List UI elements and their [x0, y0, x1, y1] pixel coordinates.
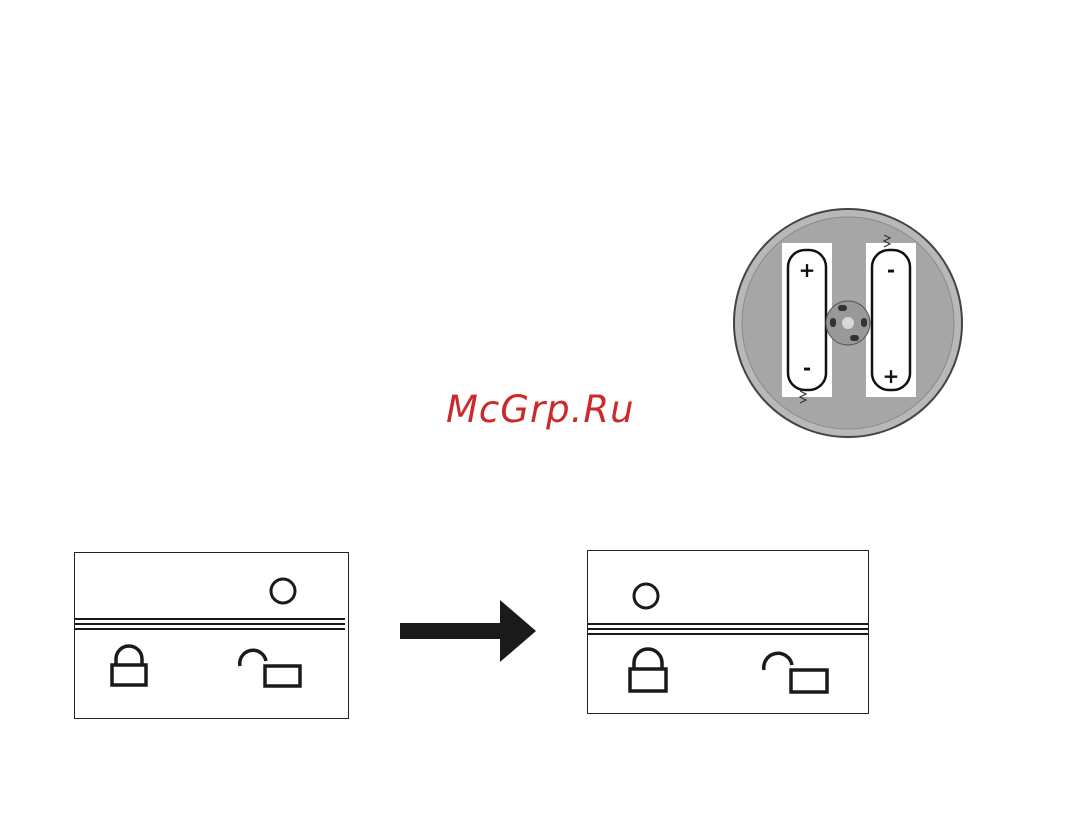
battery-compartment-illustration: + - - + [730, 205, 966, 441]
battery-compartment: + - - + [730, 205, 966, 445]
lock-open-icon [240, 650, 300, 686]
arrow-right-icon [400, 598, 538, 670]
lock-closed-icon [112, 646, 146, 685]
lock-closed-icon [630, 649, 666, 691]
right-cell-top-symbol: - [887, 258, 895, 282]
left-cell-bottom-symbol: - [803, 356, 811, 380]
indicator-circle-icon [634, 584, 658, 608]
lock-panel-before [74, 552, 349, 719]
indicator-circle-icon [271, 579, 295, 603]
left-cell-top-symbol: + [799, 258, 816, 282]
lock-panel-after [587, 550, 869, 714]
right-cell-bottom-symbol: + [883, 364, 900, 388]
lock-open-icon [764, 653, 827, 692]
watermark-text: McGrp.Ru [446, 388, 635, 431]
